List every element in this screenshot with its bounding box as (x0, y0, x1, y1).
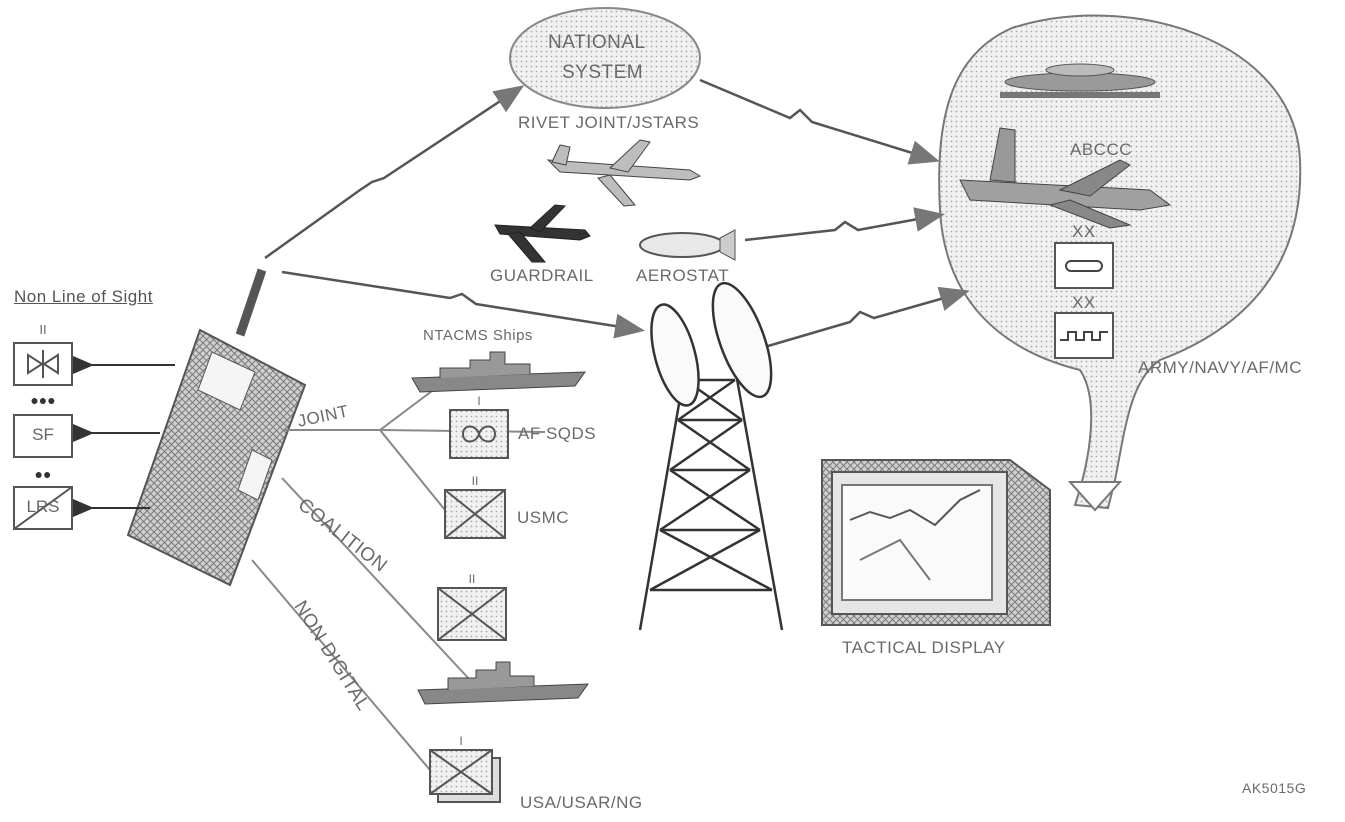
balloon-arrow (1067, 481, 1123, 512)
nlos-echelon-lrs: ●● (34, 466, 52, 482)
nlos-unit-lrs-label: LRS (26, 497, 60, 516)
ntacms-ships-label: NTACMS Ships (423, 327, 533, 344)
division-b-label: XX (1072, 293, 1096, 312)
af-sqds-label: AF SQDS (518, 424, 597, 443)
national-system-label-line2: SYSTEM (562, 62, 644, 83)
nlos-arrows (66, 353, 175, 520)
nlos-box-sf (13, 414, 73, 458)
usmc-box (444, 489, 506, 539)
radio-tower-icon (638, 281, 784, 631)
af-unit-echelon: I (477, 394, 481, 408)
national-system-label-line1: NATIONAL (548, 32, 646, 53)
abccc-label: ABCCC (1070, 140, 1133, 159)
rivet-joint-label: RIVET JOINT/JSTARS (518, 113, 700, 132)
comm-links (264, 78, 970, 348)
af-sqds-box (449, 409, 509, 459)
coalition-ship-icon (417, 661, 589, 705)
aerostat-blimp-icon (639, 229, 736, 261)
tactical-display-label: TACTICAL DISPLAY (842, 638, 1006, 657)
usmc-unit-echelon: II (471, 474, 479, 488)
usa-label: USA/USAR/NG (520, 793, 643, 812)
army-navy-label: ARMY/NAVY/AF/MC (1138, 358, 1302, 377)
national-system-ellipse (509, 7, 701, 109)
nlos-echelon-1: II (39, 322, 47, 337)
figure-id-label: AK5015G (1242, 780, 1307, 796)
usmc-label: USMC (517, 508, 570, 527)
rivet-joint-aircraft-icon (546, 139, 702, 207)
radio-handset-icon (126, 268, 307, 587)
abccc-aircraft-icon (959, 127, 1172, 229)
aerostat-label: AEROSTAT (636, 266, 730, 285)
tactical-display-monitor-icon (821, 459, 1051, 626)
nlos-echelon-sf: ●●● (30, 392, 56, 408)
coalition-unit-box (437, 587, 507, 641)
usa-unit-echelon: I (459, 734, 463, 748)
division-a-label: XX (1072, 222, 1096, 241)
nlos-unit-sf-label: SF (32, 425, 54, 444)
usa-unit-box (429, 749, 501, 803)
awacs-aircraft-icon (1000, 63, 1160, 98)
coalition-unit-echelon: II (468, 572, 476, 586)
guardrail-aircraft-icon (494, 204, 591, 263)
nlos-title: Non Line of Sight (14, 287, 153, 306)
division-box-armor (1054, 242, 1114, 289)
ntacms-ship-icon (411, 351, 586, 393)
guardrail-label: GUARDRAIL (490, 266, 594, 285)
